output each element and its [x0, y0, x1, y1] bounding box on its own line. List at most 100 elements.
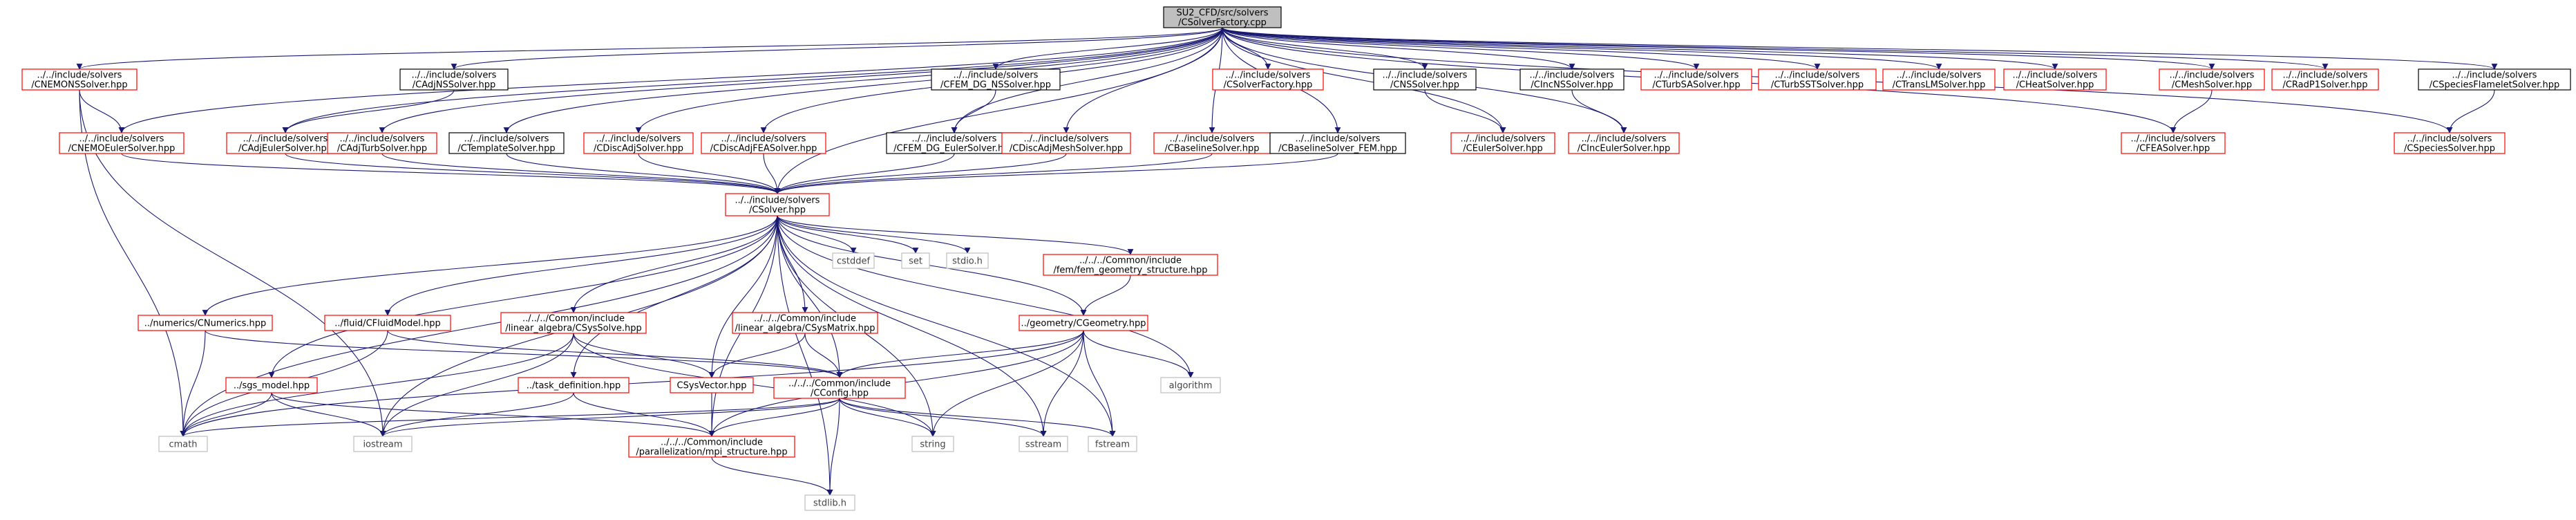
node-csysmatrix[interactable]: ../../../Common/include/linear_algebra/C… [732, 312, 878, 334]
node-flamelet[interactable]: ../../include/solvers/CSpeciesFlameletSo… [2418, 68, 2571, 91]
node-cmath: cmath [158, 436, 208, 452]
node-femeuler-label-line-1: /CFEM_DG_EulerSolver.hpp [893, 144, 1014, 154]
node-nss[interactable]: ../../include/solvers/CNSSolver.hpp [1373, 68, 1477, 91]
node-discadjmesh[interactable]: ../../include/solvers/CDiscAdjMeshSolver… [1001, 132, 1131, 154]
node-nemons[interactable]: ../../include/solvers/CNEMONSSolver.hpp [21, 68, 138, 91]
node-fea[interactable]: ../../include/solvers/CFEASolver.hpp [2121, 132, 2226, 154]
edge-cgeometry-to-cmath [180, 330, 1084, 437]
node-radp1-label-line-0: ../../include/solvers [2283, 71, 2368, 81]
node-heat[interactable]: ../../include/solvers/CHeatSolver.hpp [2003, 68, 2107, 91]
node-adjturb[interactable]: ../../include/solvers/CAdjTurbSolver.hpp [327, 132, 437, 154]
node-baseline-label-line-1: /CBaselineSolver.hpp [1164, 144, 1259, 154]
edge-root-to-turbsa [1222, 27, 1700, 70]
edge-femns-to-femeuler [951, 89, 996, 133]
node-csyssolve[interactable]: ../../../Common/include/linear_algebra/C… [500, 312, 647, 334]
node-mpi[interactable]: ../../../Common/include/parallelization/… [628, 436, 795, 458]
edge-csolver-to-cstddef [777, 215, 857, 254]
node-baseline[interactable]: ../../include/solvers/CBaselineSolver.hp… [1153, 132, 1271, 154]
node-root[interactable]: SU2_CFD/src/solvers/CSolverFactory.cpp [1163, 6, 1282, 28]
node-nemons-label-line-1: /CNEMONSSolver.hpp [31, 80, 127, 91]
node-baselinefem-label-line-0: ../../include/solvers [1296, 134, 1381, 145]
node-discadj[interactable]: ../../include/solvers/CDiscAdjSolver.hpp [583, 132, 694, 154]
edge-taskdef-to-iostream [379, 392, 574, 437]
node-mesh[interactable]: ../../include/solvers/CMeshSolver.hpp [2159, 68, 2265, 91]
node-euler[interactable]: ../../include/solvers/CEulerSolver.hpp [1450, 132, 1555, 154]
node-cconfig[interactable]: ../../../Common/include/CConfig.hpp [773, 377, 906, 399]
node-fstream-box [1088, 436, 1137, 452]
edge-root-to-csolver [774, 27, 1223, 194]
node-csysmatrix-box [732, 312, 878, 334]
node-csysvector[interactable]: CSysVector.hpp [670, 377, 754, 393]
node-cstddef-box [832, 252, 875, 269]
node-algorithm: algorithm [1160, 377, 1221, 393]
edge-mesh-to-fea [2170, 89, 2213, 133]
node-femgeom-label-line-0: ../../../Common/include [1079, 256, 1182, 266]
node-cnumerics-box [138, 315, 273, 331]
node-incns-box [1519, 68, 1625, 91]
node-taskdef-box [518, 377, 629, 393]
node-euler-label-line-1: /CEulerSolver.hpp [1463, 144, 1542, 154]
node-adjturb-label-line-1: /CAdjTurbSolver.hpp [337, 144, 427, 154]
edge-csolver-to-cmath [180, 215, 778, 437]
node-taskdef[interactable]: ../task_definition.hpp [518, 377, 629, 393]
node-radp1[interactable]: ../../include/solvers/CRadP1Solver.hpp [2271, 68, 2379, 91]
node-discadjmesh-label-line-0: ../../include/solvers [1024, 134, 1109, 145]
node-femgeom-label-line-1: /fem/fem_geometry_structure.hpp [1053, 266, 1207, 276]
edge-cconfig-to-sstream [839, 398, 1047, 437]
node-string-box [911, 436, 954, 452]
node-cgeometry[interactable]: ../geometry/CGeometry.hpp [1019, 315, 1148, 331]
edge-root-to-femeuler [951, 27, 1223, 133]
node-turbsa[interactable]: ../../include/solvers/CTurbSASolver.hpp [1640, 68, 1752, 91]
node-incns-label-line-0: ../../include/solvers [1530, 71, 1615, 81]
edge-cgeometry-to-string [929, 330, 1084, 437]
node-discadjfea[interactable]: ../../include/solvers/CDiscAdjFEASolver.… [701, 132, 826, 154]
node-template[interactable]: ../../include/solvers/CTemplateSolver.hp… [448, 132, 565, 154]
node-species[interactable]: ../../include/solvers/CSpeciesSolver.hpp [2394, 132, 2506, 154]
edge-csyssolve-to-csysvector [573, 333, 715, 378]
node-turbsst[interactable]: ../../include/solvers/CTurbSSTSolver.hpp [1758, 68, 1877, 91]
node-femns-box [931, 68, 1061, 91]
node-cfluid[interactable]: ../fluid/CFluidModel.hpp [324, 315, 451, 331]
edge-cconfig-to-fstream [839, 398, 1116, 437]
node-adjns[interactable]: ../../include/solvers/CAdjNSSolver.hpp [399, 68, 509, 91]
node-incns[interactable]: ../../include/solvers/CIncNSSolver.hpp [1519, 68, 1625, 91]
node-femns[interactable]: ../../include/solvers/CFEM_DG_NSSolver.h… [931, 68, 1061, 91]
edge-root-to-flamelet [1222, 27, 2497, 70]
node-translm-label-line-0: ../../include/solvers [1897, 71, 1982, 81]
node-cnumerics[interactable]: ../numerics/CNumerics.hpp [138, 315, 273, 331]
node-inceuler-box [1568, 132, 1680, 154]
node-species-box [2394, 132, 2506, 154]
node-algorithm-box [1160, 377, 1221, 393]
edge-discadjfea-to-csolver [763, 153, 781, 194]
edge-csyssolve-to-iostream [379, 333, 574, 437]
edge-root-to-discadj [635, 27, 1223, 133]
node-discadjfea-label-line-0: ../../include/solvers [721, 134, 806, 145]
node-baselinefem[interactable]: ../../include/solvers/CBaselineSolver_FE… [1269, 132, 1406, 154]
node-solverfactory-label-line-1: /CSolverFactory.hpp [1224, 80, 1313, 91]
node-adjns-label-line-0: ../../include/solvers [412, 71, 497, 81]
node-inceuler[interactable]: ../../include/solvers/CIncEulerSolver.hp… [1568, 132, 1680, 154]
edge-csolver-to-set [777, 215, 919, 254]
edge-root-to-turbsst [1222, 27, 1821, 70]
edge-root-to-adjns [451, 27, 1223, 70]
edge-csolver-to-stdlib [777, 215, 833, 496]
node-sgs[interactable]: ../sgs_model.hpp [225, 377, 318, 393]
node-csolver[interactable]: ../../include/solvers/CSolver.hpp [725, 193, 830, 216]
edge-csolver-to-cnumerics [202, 215, 778, 316]
node-sstream-box [1019, 436, 1068, 452]
node-cconfig-box [773, 377, 906, 399]
node-femgeom[interactable]: ../../../Common/include/fem/fem_geometry… [1043, 254, 1218, 276]
node-adjeuler[interactable]: ../../include/solvers/CAdjEulerSolver.hp… [226, 132, 345, 154]
edge-cgeometry-to-fstream [1083, 330, 1116, 437]
edge-template-to-csolver [506, 153, 781, 194]
node-fea-label-line-1: /CFEASolver.hpp [2137, 144, 2210, 154]
node-csysvector-label-line-0: CSysVector.hpp [677, 381, 747, 391]
edge-cconfig-to-stdlib [826, 398, 840, 496]
node-adjeuler-label-line-0: ../../include/solvers [243, 134, 328, 145]
node-nemoeuler[interactable]: ../../include/solvers/CNEMOEulerSolver.h… [59, 132, 184, 154]
node-solverfactory[interactable]: ../../include/solvers/CSolverFactory.hpp [1212, 68, 1324, 91]
node-translm[interactable]: ../../include/solvers/CTransLMSolver.hpp [1882, 68, 1996, 91]
edge-csolver-to-stdio [777, 215, 971, 254]
node-fstream-label-line-0: fstream [1095, 440, 1130, 450]
